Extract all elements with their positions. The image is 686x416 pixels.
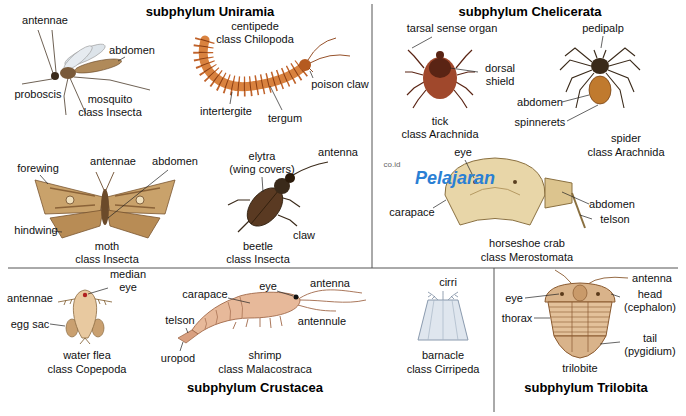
part-label: class Merostomata: [481, 251, 573, 264]
part-label: moth: [95, 240, 119, 253]
water-flea-figure: [50, 288, 112, 344]
part-label: class Chilopoda: [216, 33, 294, 46]
part-label: water flea: [63, 349, 111, 362]
part-label: uropod: [161, 352, 195, 365]
centipede-figure: [203, 38, 350, 110]
part-label: abdomen: [517, 96, 563, 109]
part-label: beetle: [243, 240, 273, 253]
watermark: co.id: [384, 160, 401, 170]
part-label: abdomen: [589, 198, 635, 211]
part-label: antennule: [298, 315, 346, 328]
part-label: tick: [432, 115, 449, 128]
part-label: antenna: [318, 146, 358, 159]
part-label: class Arachnida: [401, 128, 478, 141]
part-label: median eye: [106, 268, 150, 294]
part-label: telson: [600, 213, 629, 226]
barnacle-figure: [418, 291, 468, 340]
part-label: spinnerets: [515, 116, 566, 129]
part-label: carapace: [389, 206, 434, 219]
part-label: antennae: [22, 14, 68, 27]
beetle-figure: [228, 162, 328, 233]
part-label: claw: [293, 229, 315, 242]
part-label: eye: [505, 292, 523, 305]
part-label: eye: [259, 280, 277, 293]
subphylum-title: subphylum Crustacea: [187, 380, 323, 395]
part-label: tail (pygidium): [621, 332, 679, 358]
watermark: Pelajaran: [415, 168, 495, 188]
part-label: class Insecta: [75, 253, 139, 266]
part-label: abdomen: [152, 155, 198, 168]
part-label: antennae: [90, 155, 136, 168]
tick-figure: [405, 37, 478, 108]
part-label: class Insecta: [78, 106, 142, 119]
spider-figure: [560, 36, 640, 121]
part-label: mosquito: [88, 93, 133, 106]
part-label: egg sac: [11, 318, 50, 331]
part-label: class Malacostraca: [218, 363, 312, 376]
trilobite-figure: [525, 270, 628, 358]
part-label: telson: [165, 314, 194, 327]
part-label: tergum: [268, 112, 302, 125]
part-label: antennae: [7, 292, 53, 305]
part-label: eye: [454, 146, 472, 159]
part-label: carapace: [182, 288, 227, 301]
part-label: abdomen: [109, 44, 155, 57]
part-label: centipede: [231, 20, 279, 33]
part-label: class Insecta: [226, 253, 290, 266]
part-label: dorsal shield: [479, 62, 521, 88]
part-label: cirri: [439, 276, 457, 289]
subphylum-title: subphylum Chelicerata: [458, 4, 601, 19]
part-label: proboscis: [14, 88, 61, 101]
part-label: class Copepoda: [48, 363, 127, 376]
part-label: tarsal sense organ: [407, 22, 498, 35]
subphylum-title: subphylum Trilobita: [524, 380, 648, 395]
part-label: forewing: [17, 162, 59, 175]
part-label: antenna: [310, 277, 350, 290]
part-label: elytra: [249, 150, 276, 163]
part-label: thorax: [502, 312, 533, 325]
part-label: class Arachnida: [587, 146, 664, 159]
part-label: (wing covers): [229, 163, 294, 176]
mosquito-figure: [22, 30, 150, 115]
part-label: antenna: [632, 272, 672, 285]
panel-divider: [8, 4, 678, 412]
subphylum-title: subphylum Uniramia: [146, 4, 275, 19]
part-label: class Cirripeda: [407, 363, 480, 376]
part-label: hindwing: [14, 224, 57, 237]
part-label: spider: [611, 132, 641, 145]
part-label: horseshoe crab: [489, 237, 565, 250]
part-label: head (cephalon): [621, 288, 679, 314]
part-label: trilobite: [562, 362, 597, 375]
part-label: poison claw: [311, 78, 368, 91]
part-label: shrimp: [248, 349, 281, 362]
part-label: pedipalp: [582, 22, 624, 35]
part-label: barnacle: [422, 349, 464, 362]
part-label: intertergite: [200, 105, 252, 118]
